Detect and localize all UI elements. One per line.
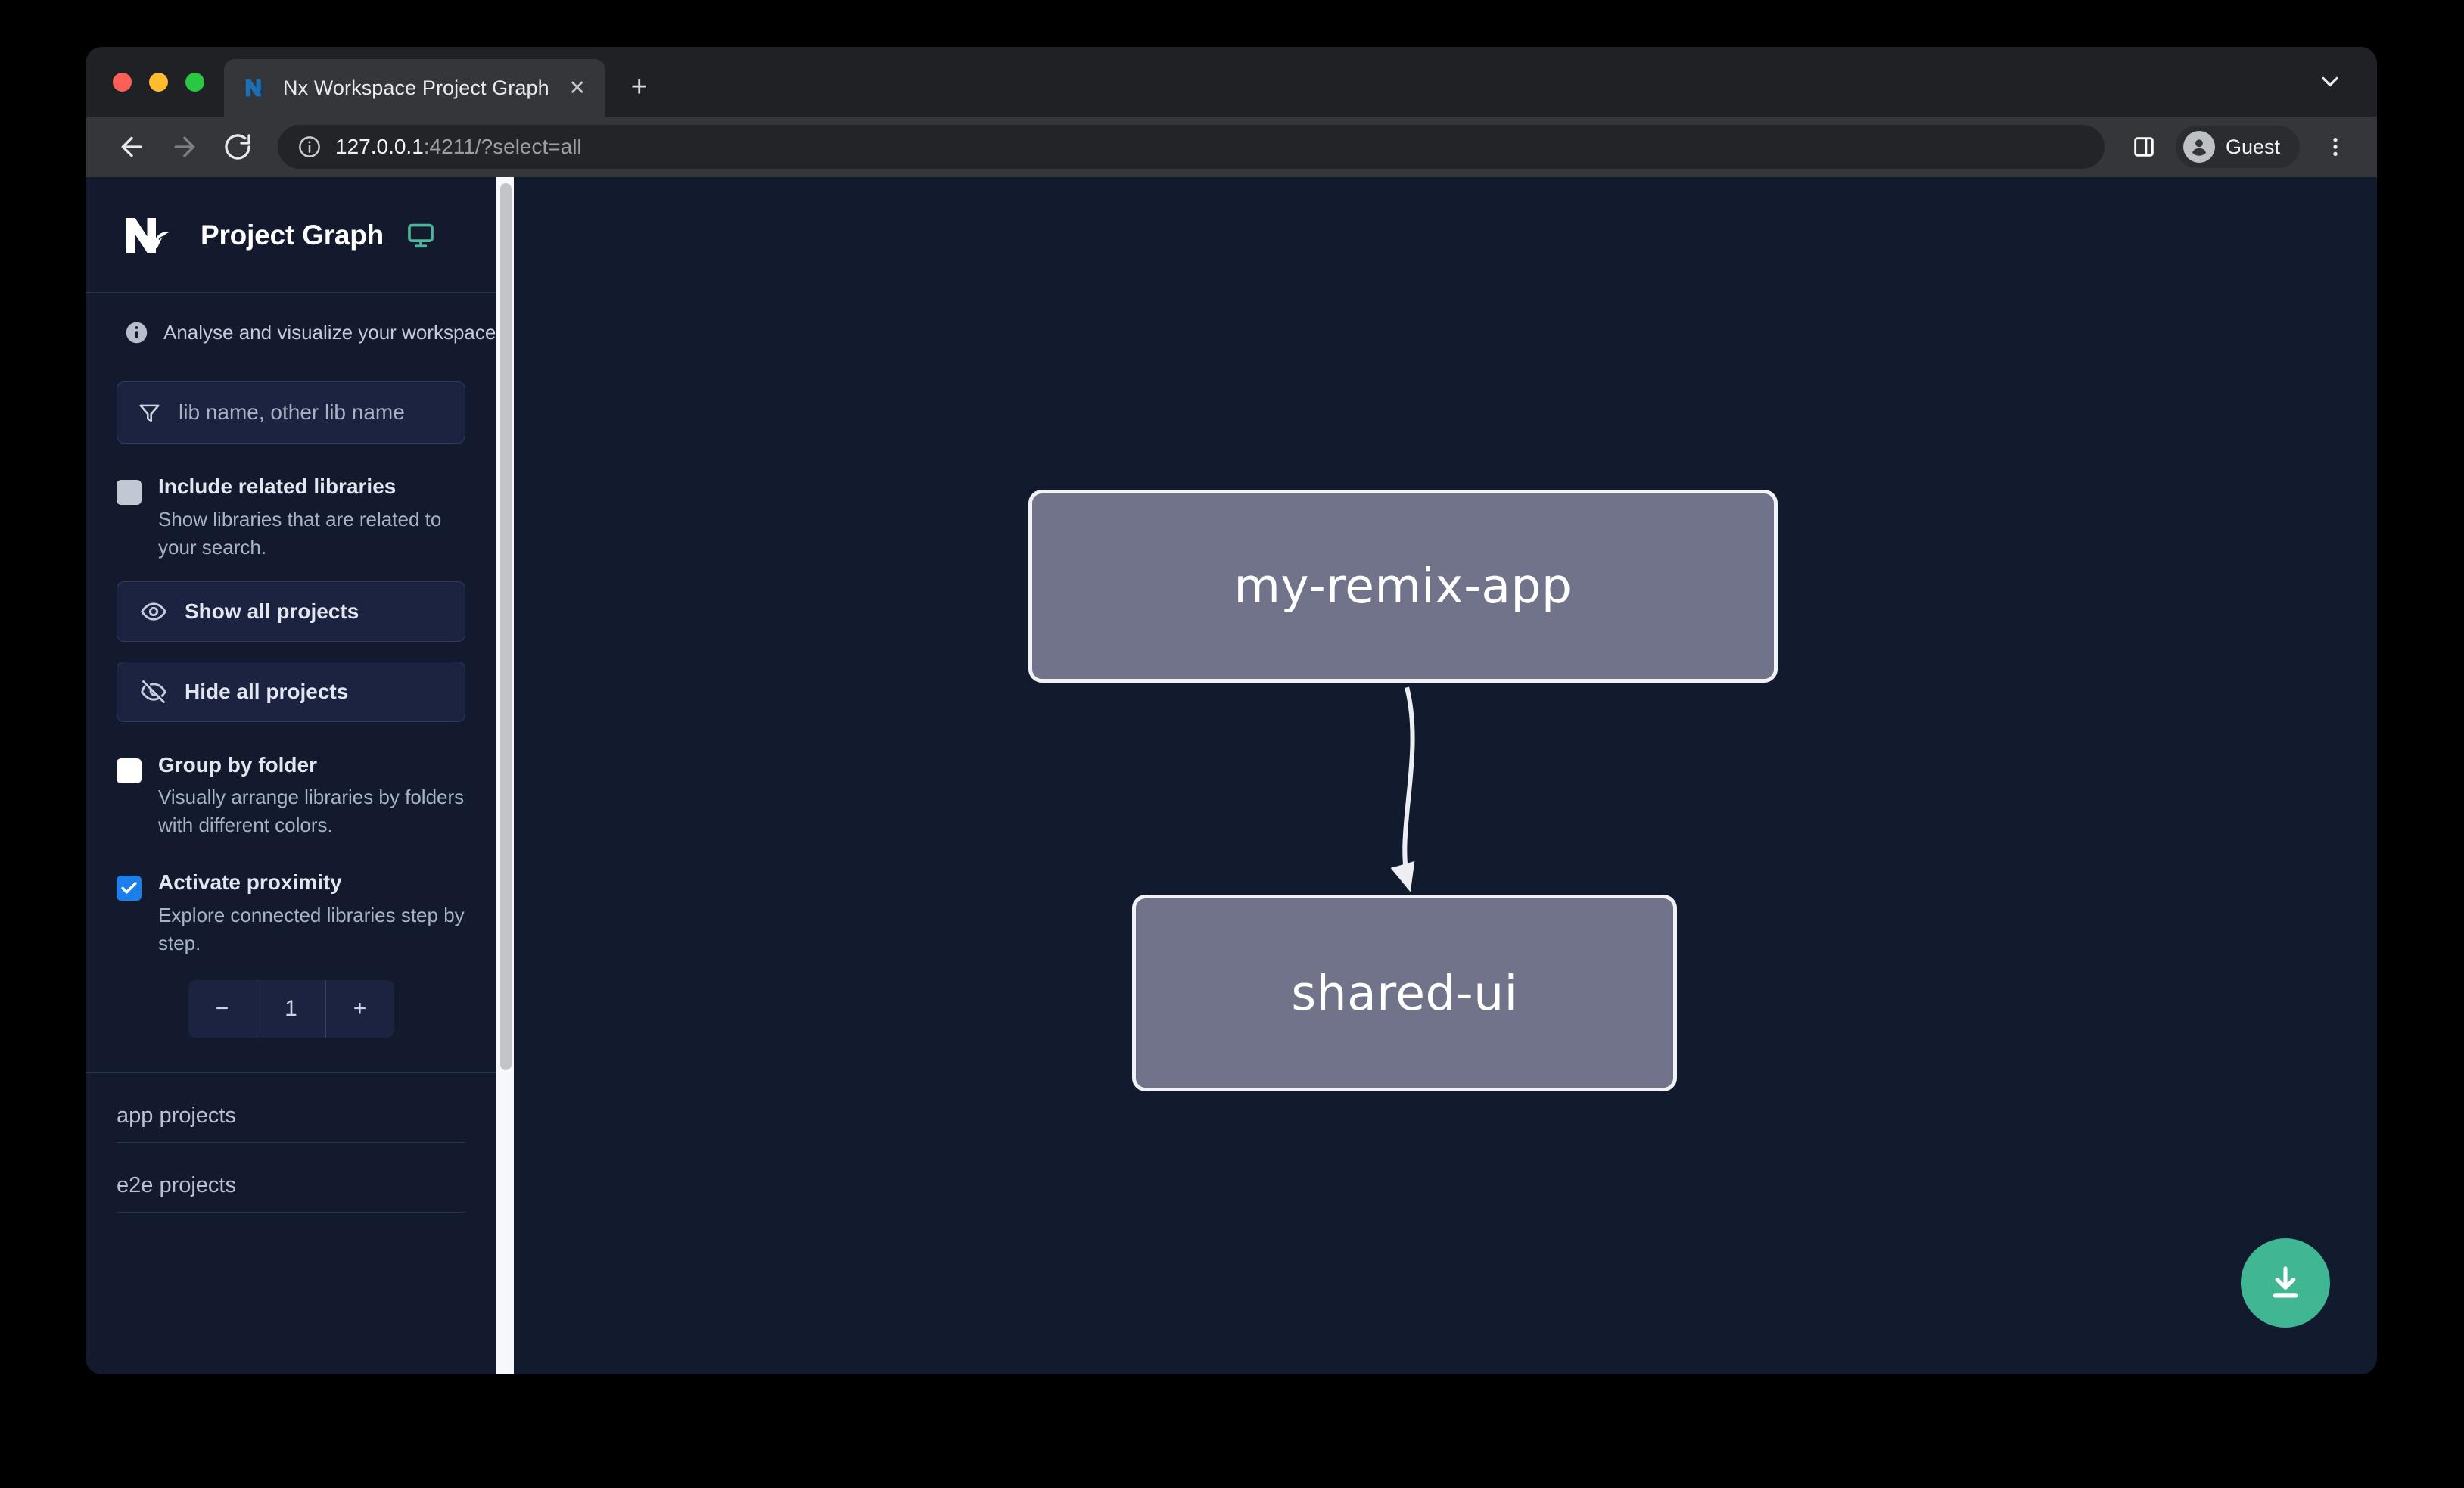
filter-icon bbox=[137, 400, 162, 425]
project-graph-canvas[interactable]: my-remix-app shared-ui bbox=[496, 177, 2377, 1374]
url-text: 127.0.0.1:4211/?select=all bbox=[335, 135, 582, 159]
close-tab-button[interactable]: ✕ bbox=[568, 76, 586, 99]
tab-title: Nx Workspace Project Graph bbox=[283, 76, 549, 99]
sidebar-body: Include related libraries Show libraries… bbox=[86, 372, 496, 1038]
info-icon bbox=[124, 320, 149, 345]
activate-proximity-checkbox[interactable] bbox=[117, 876, 142, 901]
profile-chip[interactable]: Guest bbox=[2175, 126, 2300, 168]
search-input[interactable] bbox=[179, 400, 445, 425]
eye-icon bbox=[140, 598, 167, 625]
sidebar-divider bbox=[86, 292, 496, 293]
chevron-down-icon[interactable] bbox=[2310, 62, 2350, 101]
tab-strip: Nx Workspace Project Graph ✕ + bbox=[86, 47, 2377, 117]
page-content: Project Graph Analyse and visualize your… bbox=[86, 177, 2377, 1374]
sidebar-header: Project Graph bbox=[86, 177, 496, 292]
download-image-button[interactable] bbox=[2241, 1238, 2330, 1328]
tagline-row: Analyse and visualize your workspace. bbox=[86, 293, 502, 372]
maximize-window-button[interactable] bbox=[185, 72, 204, 92]
new-tab-button[interactable]: + bbox=[630, 71, 648, 103]
project-sections: app projects e2e projects bbox=[86, 1072, 496, 1213]
minimize-window-button[interactable] bbox=[149, 72, 168, 92]
sidebar: Project Graph Analyse and visualize your… bbox=[86, 177, 502, 1374]
window-controls bbox=[86, 47, 224, 117]
group-by-folder-checkbox[interactable] bbox=[117, 758, 142, 783]
forward-button[interactable] bbox=[161, 123, 208, 170]
page-title: Project Graph bbox=[201, 219, 384, 251]
option-include-related-libraries[interactable]: Include related libraries Show libraries… bbox=[117, 475, 465, 562]
option-description: Show libraries that are related to your … bbox=[158, 507, 442, 559]
proximity-increment-button[interactable]: + bbox=[325, 979, 394, 1038]
sidebar-scrollbar[interactable] bbox=[496, 177, 514, 1374]
profile-name: Guest bbox=[2225, 135, 2280, 158]
section-e2e-projects[interactable]: e2e projects bbox=[117, 1143, 465, 1213]
address-bar[interactable]: 127.0.0.1:4211/?select=all bbox=[278, 125, 2105, 169]
show-all-projects-button[interactable]: Show all projects bbox=[117, 581, 465, 642]
graph-node-my-remix-app[interactable]: my-remix-app bbox=[1028, 490, 1778, 683]
url-path: :4211/?select=all bbox=[423, 135, 582, 158]
close-window-button[interactable] bbox=[113, 72, 132, 92]
nx-logo-icon bbox=[123, 213, 178, 257]
browser-tab[interactable]: Nx Workspace Project Graph ✕ bbox=[224, 59, 605, 117]
browser-toolbar: 127.0.0.1:4211/?select=all Guest bbox=[86, 117, 2377, 177]
side-panel-icon[interactable] bbox=[2123, 126, 2165, 168]
back-button[interactable] bbox=[108, 123, 155, 170]
proximity-value: 1 bbox=[257, 979, 326, 1038]
proximity-decrement-button[interactable]: − bbox=[188, 979, 257, 1038]
tagline-text: Analyse and visualize your workspace. bbox=[163, 321, 502, 344]
option-group-by-folder[interactable]: Group by folder Visually arrange librari… bbox=[117, 752, 465, 840]
hide-all-projects-button[interactable]: Hide all projects bbox=[117, 661, 465, 722]
section-app-projects[interactable]: app projects bbox=[117, 1073, 465, 1143]
eye-slash-icon bbox=[140, 678, 167, 705]
site-info-icon[interactable] bbox=[297, 135, 322, 159]
nx-favicon-icon bbox=[244, 75, 269, 101]
proximity-stepper: − 1 + bbox=[188, 979, 394, 1038]
graph-node-shared-ui[interactable]: shared-ui bbox=[1132, 895, 1677, 1091]
graph-edge-my-remix-app-to-shared-ui bbox=[1390, 686, 1415, 892]
option-label: Activate proximity bbox=[158, 870, 342, 895]
url-host: 127.0.0.1 bbox=[335, 135, 424, 158]
option-activate-proximity[interactable]: Activate proximity Explore connected lib… bbox=[117, 870, 465, 957]
include-related-libraries-checkbox[interactable] bbox=[117, 480, 142, 505]
option-description: Visually arrange libraries by folders wi… bbox=[158, 786, 465, 837]
browser-window: Nx Workspace Project Graph ✕ + 127.0.0.1… bbox=[86, 47, 2377, 1374]
filter-box[interactable] bbox=[117, 381, 465, 444]
option-label: Include related libraries bbox=[158, 475, 397, 498]
option-description: Explore connected libraries step by step… bbox=[158, 904, 465, 954]
hide-all-projects-label: Hide all projects bbox=[185, 679, 349, 703]
browser-menu-button[interactable] bbox=[2313, 125, 2357, 169]
graph-edge-layer bbox=[1390, 686, 1415, 892]
avatar bbox=[2182, 131, 2215, 163]
monitor-icon[interactable] bbox=[406, 221, 435, 250]
option-label: Group by folder bbox=[158, 752, 317, 777]
show-all-projects-label: Show all projects bbox=[185, 599, 359, 623]
sidebar-scrollbar-thumb[interactable] bbox=[500, 183, 512, 1070]
reload-button[interactable] bbox=[214, 123, 261, 170]
